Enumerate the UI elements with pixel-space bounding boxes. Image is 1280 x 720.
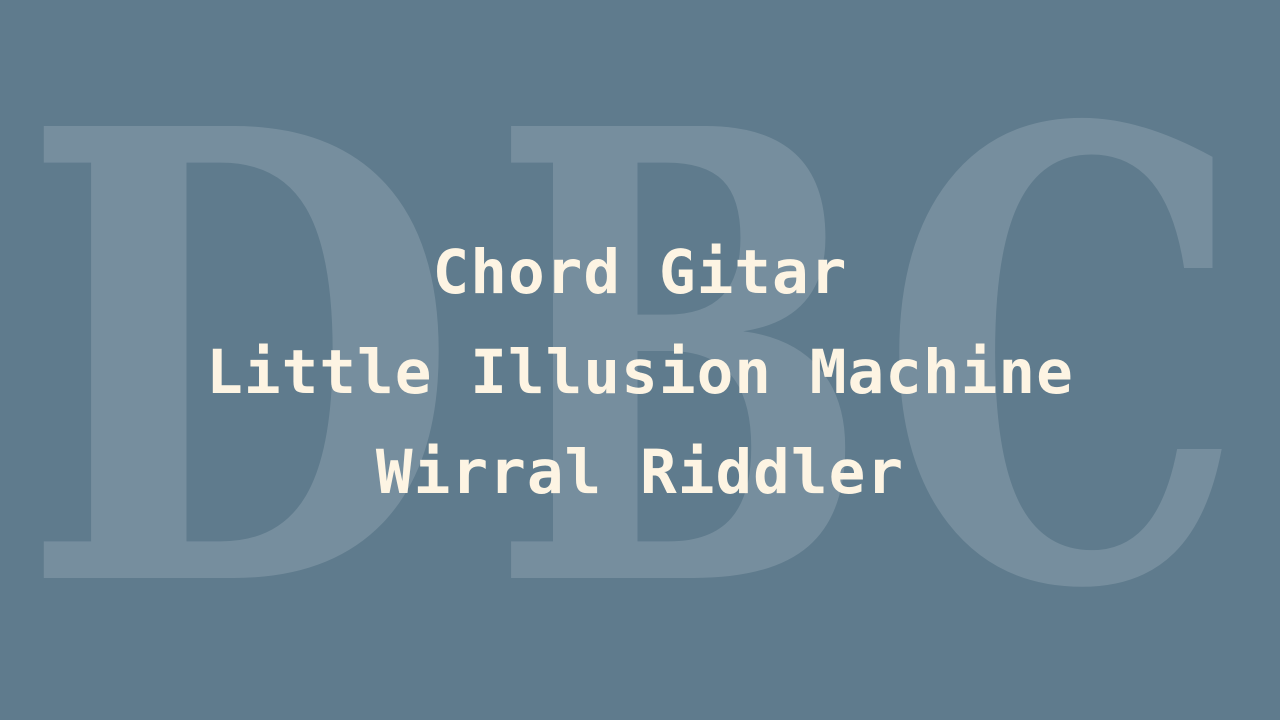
watermark-letter-c: C [880, 0, 1245, 720]
watermark-letter-d: D [20, 0, 460, 720]
title-line-2: Little Illusion Machine [206, 337, 1074, 408]
watermark-letter-b: B [490, 0, 870, 720]
title-line-1: Chord Gitar [432, 237, 848, 308]
title-line-3: Wirral Riddler [375, 437, 905, 508]
title-block: Chord Gitar Little Illusion Machine Wirr… [0, 223, 1280, 523]
